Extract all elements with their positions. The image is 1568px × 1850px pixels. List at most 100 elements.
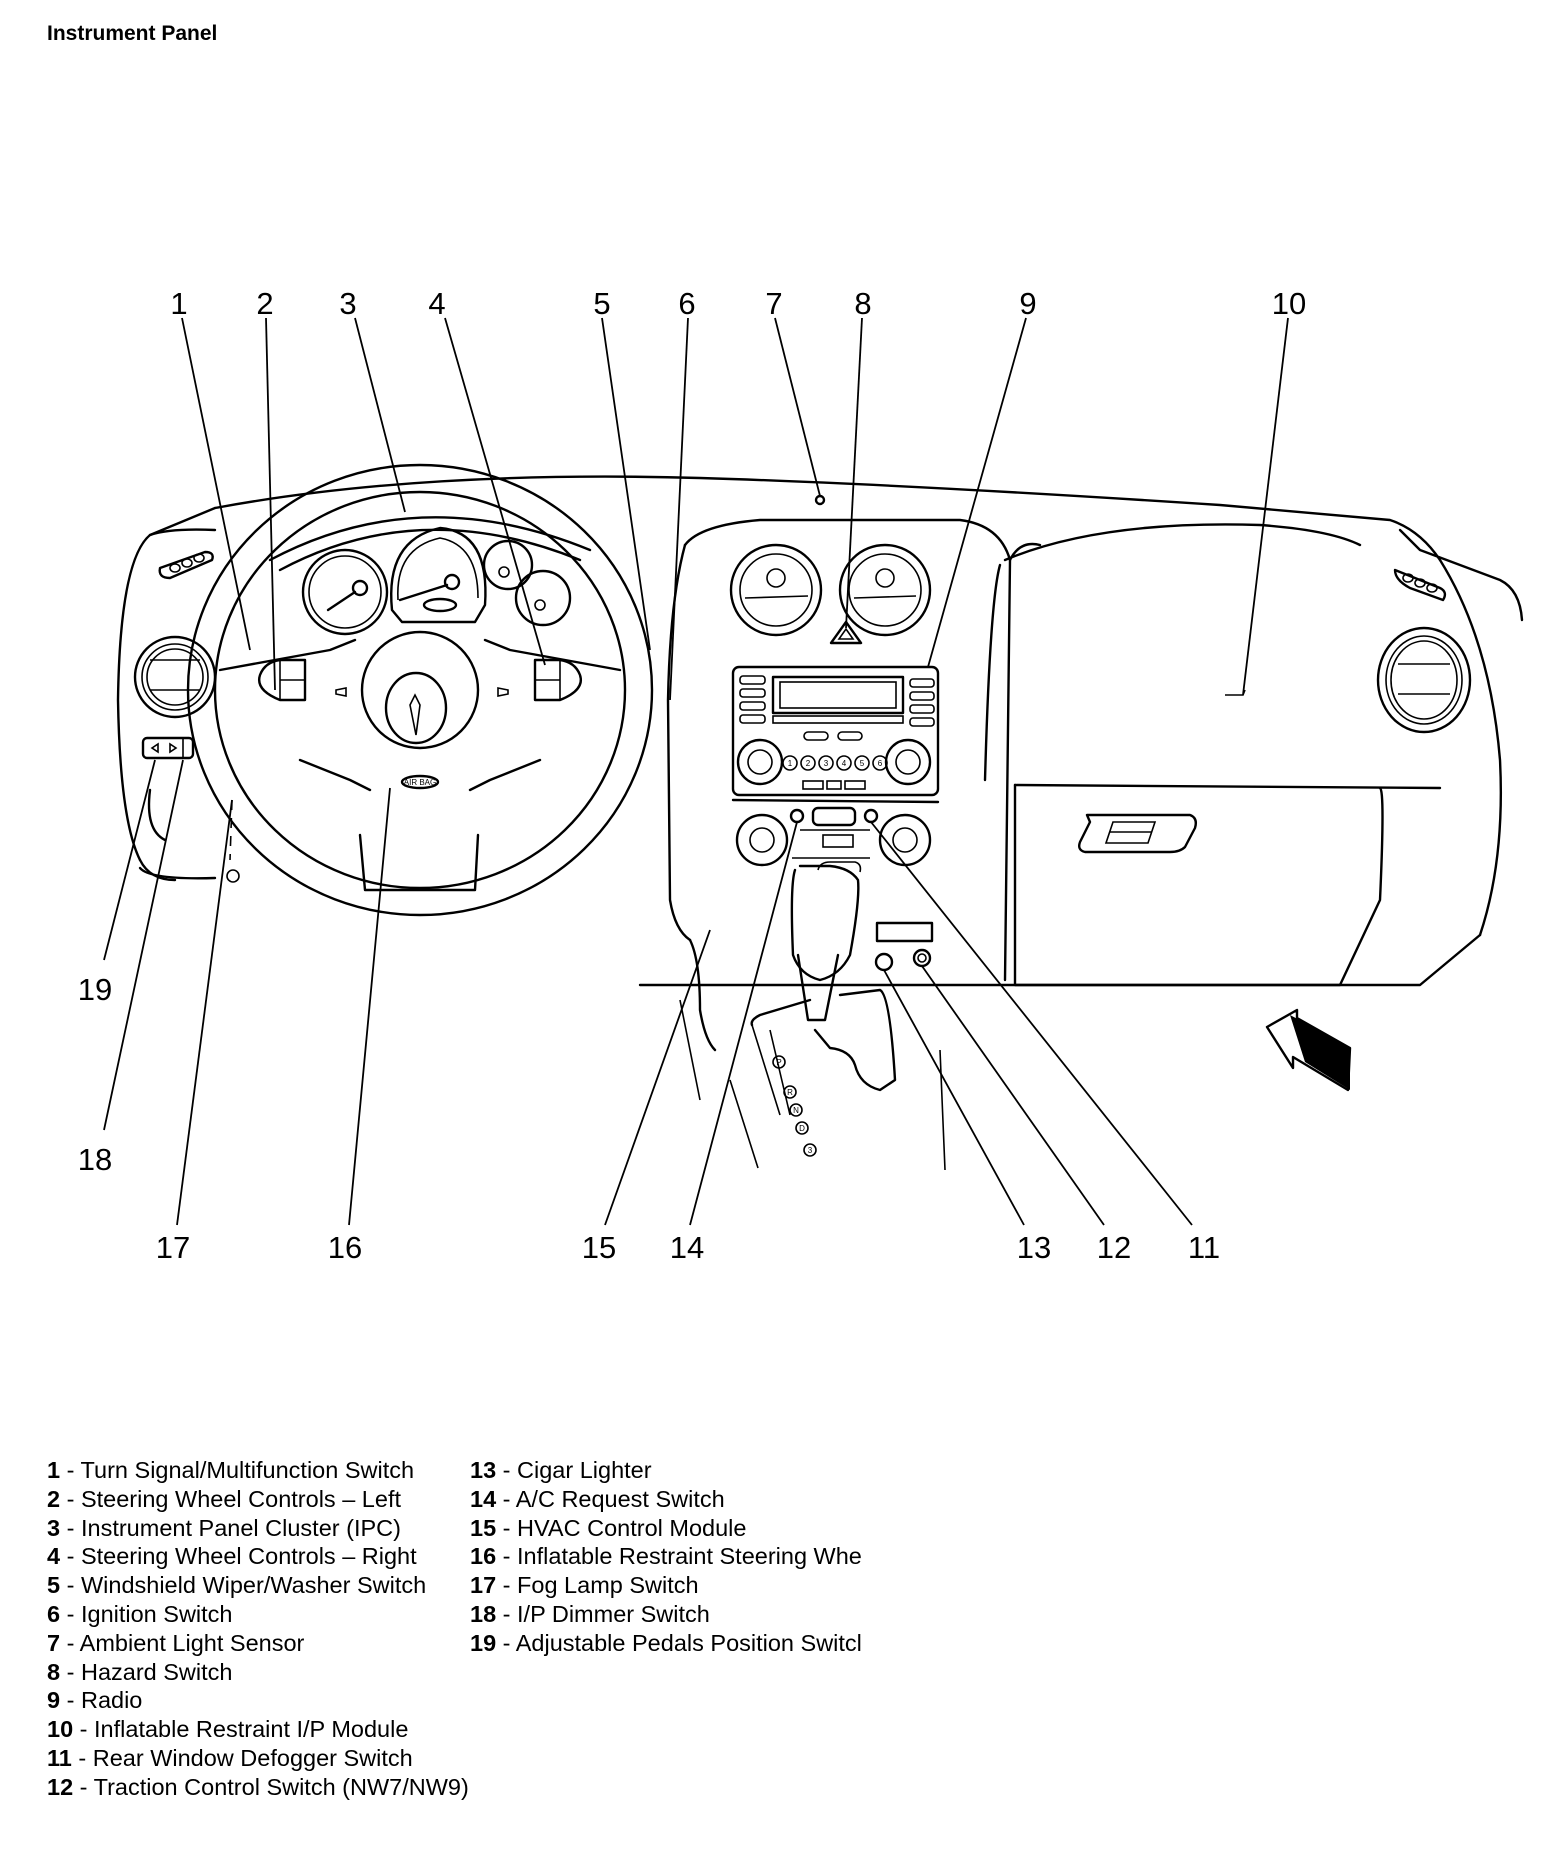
legend-item-9: 9 - Radio — [47, 1686, 469, 1715]
instrument-panel-diagram: AIR BAG — [78, 286, 1524, 1265]
legend-number: 16 — [470, 1543, 497, 1570]
legend-item-3: 3 - Instrument Panel Cluster (IPC) — [47, 1514, 469, 1543]
legend-label: Inflatable Restraint Steering Whe — [517, 1543, 862, 1570]
legend-number: 12 — [47, 1773, 74, 1800]
legend-number: 13 — [470, 1457, 497, 1483]
callout-1: 1 — [170, 286, 187, 321]
svg-text:5: 5 — [860, 759, 865, 768]
legend-separator: - — [496, 1629, 516, 1656]
legend-label: Steering Wheel Controls – Left — [80, 1485, 401, 1512]
airbag-badge-text: AIR BAG — [404, 778, 436, 787]
legend-label: Hazard Switch — [80, 1658, 233, 1685]
legend-item-10: 10 - Inflatable Restraint I/P Module — [47, 1715, 469, 1744]
legend-separator: - — [496, 1600, 518, 1627]
dimmer-down-icon — [150, 742, 159, 754]
view-direction-arrow — [1265, 1008, 1352, 1092]
legend-label: Turn Signal/Multifunction Switch — [80, 1457, 415, 1483]
callout-13: 13 — [1017, 1230, 1051, 1265]
legend-number: 11 — [47, 1744, 72, 1771]
ambient-light-sensor-icon — [814, 494, 826, 506]
legend-label: I/P Dimmer Switch — [517, 1600, 710, 1627]
callout-11: 11 — [1188, 1230, 1220, 1265]
svg-text:3: 3 — [824, 759, 829, 768]
legend-number: 4 — [47, 1543, 61, 1570]
legend-label: A/C Request Switch — [515, 1485, 725, 1512]
callout-8: 8 — [854, 286, 871, 321]
legend-label: HVAC Control Module — [517, 1514, 747, 1541]
legend-number: 6 — [47, 1600, 61, 1627]
glove-box — [1013, 689, 1384, 987]
legend-number: 7 — [47, 1629, 61, 1656]
callout-3: 3 — [339, 286, 356, 321]
svg-text:3: 3 — [808, 1146, 813, 1155]
legend-separator: - — [60, 1514, 81, 1541]
console-shifter: P R N D 3 — [679, 864, 946, 1171]
legend-number: 5 — [47, 1572, 61, 1599]
legend-item-16: 16 - Inflatable Restraint Steering Whe — [470, 1542, 970, 1571]
legend-item-1: 1 - Turn Signal/Multifunction Switch — [47, 1456, 469, 1485]
legend-label: Windshield Wiper/Washer Switch — [80, 1572, 427, 1599]
legend-item-12: 12 - Traction Control Switch (NW7/NW9) — [47, 1773, 469, 1802]
legend-separator: - — [496, 1514, 518, 1541]
left-vent — [133, 550, 217, 719]
instrument-cluster — [268, 516, 592, 636]
legend-label: Steering Wheel Controls – Right — [80, 1543, 417, 1570]
legend-separator: - — [60, 1687, 81, 1714]
legend-label: Adjustable Pedals Position Switcl — [515, 1629, 862, 1656]
legend-separator: - — [60, 1600, 81, 1627]
legend-item-11: 11 - Rear Window Defogger Switch — [47, 1744, 469, 1773]
legend-label: Traction Control Switch (NW7/NW9) — [93, 1773, 469, 1800]
svg-text:P: P — [776, 1058, 781, 1067]
callout-15: 15 — [582, 1230, 616, 1265]
radio-faceplate — [731, 665, 940, 797]
callout-10: 10 — [1272, 286, 1306, 321]
legend-item-7: 7 - Ambient Light Sensor — [47, 1629, 469, 1658]
legend-number: 14 — [470, 1485, 497, 1512]
legend-item-19: 19 - Adjustable Pedals Position Switcl — [470, 1629, 970, 1658]
ac-request-switch-icon — [789, 808, 805, 824]
legend-item-2: 2 - Steering Wheel Controls – Left — [47, 1485, 469, 1514]
legend-number: 9 — [47, 1687, 61, 1714]
left-lower-switches — [138, 736, 240, 883]
horn-icon-right — [497, 687, 509, 697]
legend-label: Radio — [80, 1687, 143, 1714]
legend-item-18: 18 - I/P Dimmer Switch — [470, 1600, 970, 1629]
svg-text:1: 1 — [788, 759, 793, 768]
legend-number: 10 — [47, 1716, 74, 1743]
rear-defogger-switch-icon — [863, 808, 879, 824]
steering-wheel: AIR BAG — [186, 463, 654, 917]
legend-label: Ignition Switch — [80, 1600, 233, 1627]
legend-separator: - — [73, 1773, 94, 1800]
callout-2: 2 — [256, 286, 273, 321]
legend-separator: - — [73, 1716, 95, 1743]
radio-presets: 1 2 3 4 5 6 — [782, 755, 888, 771]
callout-19: 19 — [78, 972, 112, 1007]
legend-number: 15 — [470, 1514, 497, 1541]
legend-separator: - — [60, 1658, 81, 1685]
callout-5: 5 — [593, 286, 610, 321]
callout-16: 16 — [328, 1230, 362, 1265]
horn-icon-left — [335, 687, 347, 697]
legend-separator: - — [60, 1457, 81, 1483]
legend-separator: - — [60, 1572, 81, 1599]
legend-item-15: 15 - HVAC Control Module — [470, 1514, 970, 1543]
callout-7: 7 — [765, 286, 782, 321]
legend-item-6: 6 - Ignition Switch — [47, 1600, 469, 1629]
svg-text:D: D — [799, 1124, 805, 1133]
legend-item-14: 14 - A/C Request Switch — [470, 1485, 970, 1514]
legend-number: 8 — [47, 1658, 61, 1685]
legend-separator: - — [496, 1572, 518, 1599]
callout-12: 12 — [1097, 1230, 1131, 1265]
legend-separator: - — [496, 1543, 518, 1570]
callout-14: 14 — [670, 1230, 704, 1265]
legend-separator: - — [60, 1485, 81, 1512]
callout-numbers: 1 2 3 4 5 6 7 8 9 10 19 18 17 16 15 14 1… — [78, 286, 1306, 1265]
hazard-switch-icon — [829, 620, 863, 645]
traction-control-switch — [875, 921, 934, 943]
cigar-lighter-icon — [874, 952, 894, 972]
legend-label: Instrument Panel Cluster (IPC) — [80, 1514, 401, 1541]
callout-9: 9 — [1019, 286, 1036, 321]
svg-text:N: N — [793, 1106, 799, 1115]
